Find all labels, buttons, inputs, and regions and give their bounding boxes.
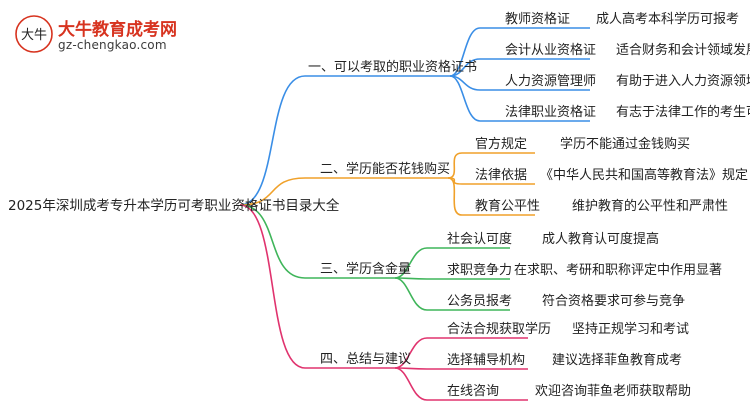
item-official-rule: 官方规定 xyxy=(475,137,528,152)
connector-branch-1-item-4 xyxy=(449,75,481,122)
connector-branch-3-item-1 xyxy=(394,247,428,279)
note-hr-cert: 有助于进入人力资源领域 xyxy=(616,74,750,89)
note-official-rule: 学历不能通过金钱购买 xyxy=(560,137,691,152)
connector-branch-3-item-3 xyxy=(394,277,428,311)
connector-branch-2-item-3 xyxy=(447,177,463,216)
note-legal-degree: 坚持正规学习和考试 xyxy=(572,322,690,337)
item-teacher-cert: 教师资格证 xyxy=(505,12,571,27)
item-accounting-cert: 会计从业资格证 xyxy=(505,43,597,58)
item-hr-cert: 人力资源管理师 xyxy=(505,74,597,89)
connector-branch-4-item-1 xyxy=(394,337,428,369)
item-legal-degree: 合法合规获取学历 xyxy=(447,322,552,337)
item-job-competitiveness: 求职竞争力 xyxy=(447,263,513,278)
connector-branch-1-item-1 xyxy=(449,27,481,77)
note-teacher-cert: 成人高考本科学历可报考 xyxy=(596,12,740,27)
note-accounting-cert: 适合财务和会计领域发展 xyxy=(616,43,750,58)
root-topic: 2025年深圳成考专升本学历可考职业资格证书目录大全 xyxy=(8,198,340,214)
item-civil-service: 公务员报考 xyxy=(447,294,513,309)
site-name: 大牛教育成考网 xyxy=(58,20,177,40)
bull-logo-icon: 大牛 xyxy=(15,15,53,53)
connector-root-branch-2 xyxy=(239,177,306,206)
svg-text:大牛: 大牛 xyxy=(21,28,47,43)
site-logo: 大牛 大牛教育成考网 gz-chengkao.com xyxy=(14,14,214,56)
connector-branch-4-item-3 xyxy=(394,367,428,401)
branch-summary: 四、总结与建议 xyxy=(320,352,412,367)
note-civil-service: 符合资格要求可参与竞争 xyxy=(542,294,686,309)
branch-buy-degree: 二、学历能否花钱购买 xyxy=(320,162,451,177)
connector-root-branch-4 xyxy=(239,204,306,369)
note-law-cert: 有志于法律工作的考生可报考 xyxy=(616,105,750,120)
note-job-competitiveness: 在求职、考研和职称评定中作用显著 xyxy=(514,263,723,278)
note-education-fairness: 维护教育的公平性和严肃性 xyxy=(572,199,729,214)
note-choose-tutor: 建议选择菲鱼教育成考 xyxy=(552,353,683,368)
note-social-recognition: 成人教育认可度提高 xyxy=(542,232,660,247)
item-social-recognition: 社会认可度 xyxy=(447,232,513,247)
note-legal-basis: 《中华人民共和国高等教育法》规定 xyxy=(540,168,749,183)
item-choose-tutor: 选择辅导机构 xyxy=(447,353,526,368)
branch-degree-value: 三、学历含金量 xyxy=(320,262,412,277)
site-url: gz-chengkao.com xyxy=(58,38,167,52)
note-online-consult: 欢迎咨询菲鱼老师获取帮助 xyxy=(535,384,692,399)
connector-root-branch-1 xyxy=(239,75,306,206)
item-education-fairness: 教育公平性 xyxy=(475,199,541,214)
branch-certificates: 一、可以考取的职业资格证书 xyxy=(308,60,478,75)
connector-branch-2-item-1 xyxy=(447,152,463,179)
item-online-consult: 在线咨询 xyxy=(447,384,500,399)
item-law-cert: 法律职业资格证 xyxy=(505,105,597,120)
connector-root-branch-3 xyxy=(239,204,306,279)
item-legal-basis: 法律依据 xyxy=(475,168,528,183)
